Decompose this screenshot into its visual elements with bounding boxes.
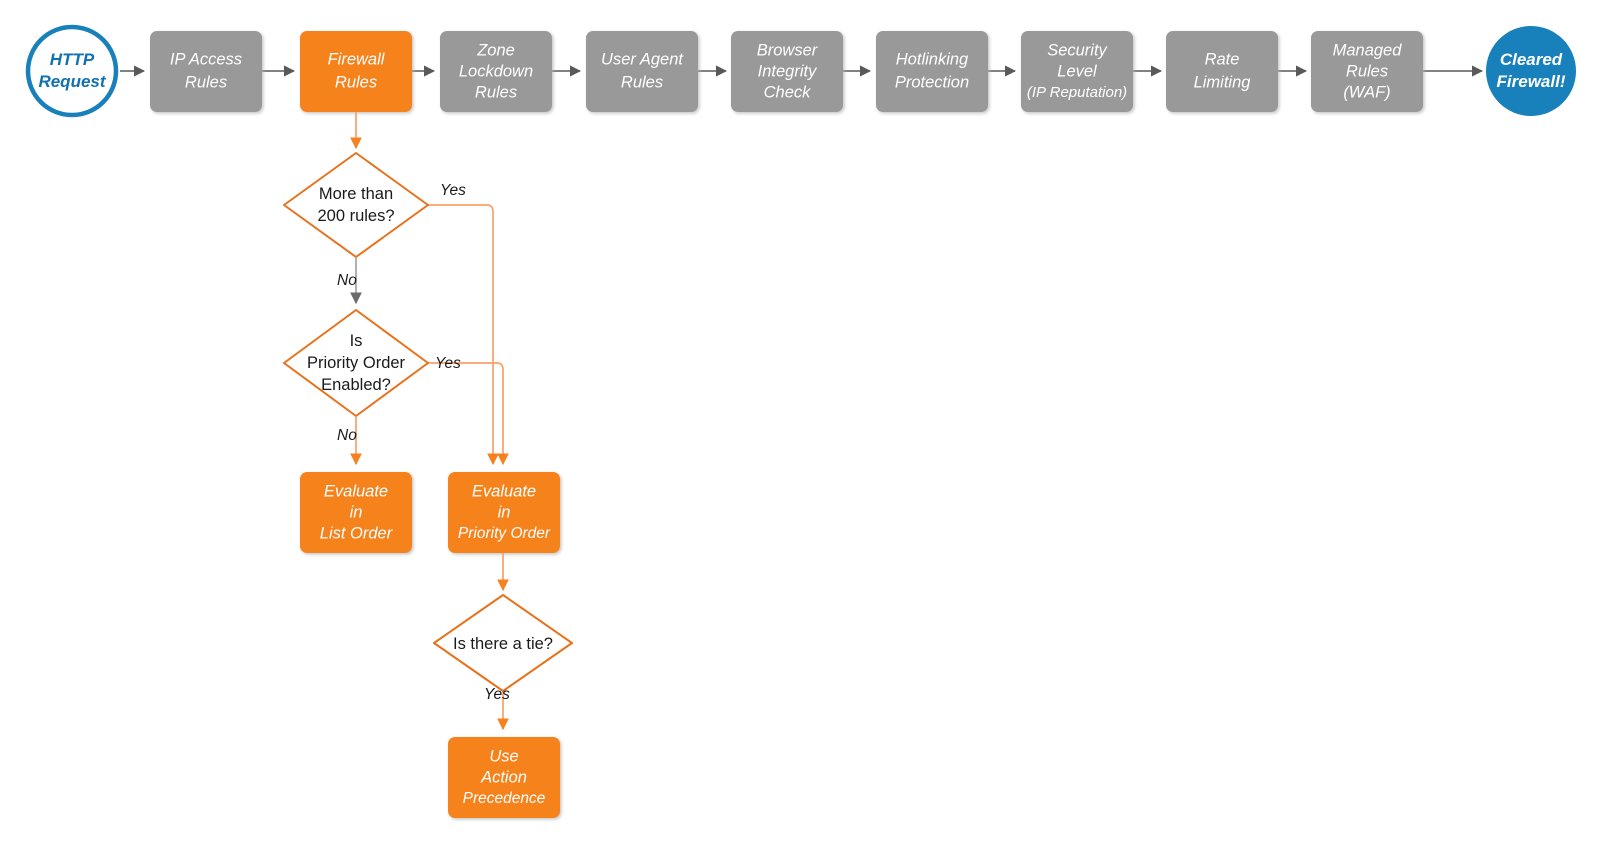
security-level-label-1: Level bbox=[1057, 62, 1098, 80]
security-level-label-0: Security bbox=[1047, 41, 1108, 59]
evaluate-in-priority-order-label-1: in bbox=[498, 503, 511, 521]
security-level-label-2: (IP Reputation) bbox=[1027, 84, 1127, 101]
is-there-a-tie-diamond bbox=[433, 594, 573, 692]
edge-label-priority-enabled-yes: Yes bbox=[435, 355, 461, 372]
browser-integrity-check-label-2: Check bbox=[764, 83, 812, 101]
browser-integrity-check-box bbox=[731, 31, 843, 112]
evaluate-in-priority-order-box bbox=[448, 472, 560, 553]
node-evaluate-in-priority-order[interactable]: Evaluate in Priority Order bbox=[448, 472, 560, 553]
is-priority-order-enabled-label-0: Is bbox=[350, 332, 363, 350]
cleared-firewall-label-line1: Cleared bbox=[1500, 50, 1563, 69]
is-there-a-tie-label-0: Is there a tie? bbox=[453, 635, 553, 653]
managed-rules-waf-box bbox=[1311, 31, 1423, 112]
more-than-200-rules-diamond bbox=[283, 152, 429, 258]
evaluate-in-list-order-label-1: in bbox=[350, 503, 363, 521]
node-cleared-firewall[interactable]: Cleared Firewall! bbox=[1486, 26, 1576, 116]
use-action-precedence-label-1: Action bbox=[480, 768, 527, 786]
managed-rules-waf-label-2: (WAF) bbox=[1343, 83, 1390, 101]
hotlinking-protection-label-0: Hotlinking bbox=[896, 50, 969, 68]
cleared-firewall-circle bbox=[1486, 26, 1576, 116]
connector-more-than-200-yes bbox=[428, 204, 499, 466]
security-level-box bbox=[1021, 31, 1133, 112]
http-request-circle bbox=[25, 24, 119, 118]
cleared-firewall-label-line2: Firewall! bbox=[1497, 72, 1566, 91]
node-firewall-rules[interactable]: Firewall Rules bbox=[300, 31, 412, 112]
node-user-agent-rules[interactable]: User Agent Rules bbox=[586, 31, 698, 112]
use-action-precedence-box bbox=[448, 737, 560, 818]
node-zone-lockdown-rules[interactable]: Zone Lockdown Rules bbox=[440, 31, 552, 112]
hotlinking-protection-label-1: Protection bbox=[895, 73, 969, 91]
node-browser-integrity-check[interactable]: Browser Integrity Check bbox=[731, 31, 843, 112]
is-priority-order-enabled-label-2: Enabled? bbox=[321, 376, 391, 394]
node-http-request[interactable]: HTTP Request bbox=[25, 24, 119, 118]
ip-access-rules-label-1: Rules bbox=[185, 73, 227, 91]
rate-limiting-label-1: Limiting bbox=[1194, 73, 1252, 91]
firewall-rules-label-1: Rules bbox=[335, 73, 377, 91]
rate-limiting-label-0: Rate bbox=[1205, 50, 1240, 68]
ip-access-rules-label-0: IP Access bbox=[170, 50, 242, 68]
node-is-there-a-tie[interactable]: Is there a tie? bbox=[433, 594, 573, 692]
node-evaluate-in-list-order[interactable]: Evaluate in List Order bbox=[300, 472, 412, 553]
managed-rules-waf-label-0: Managed bbox=[1333, 41, 1403, 59]
edge-label-more-than-200-no: No bbox=[337, 272, 357, 289]
evaluate-in-priority-order-label-0: Evaluate bbox=[472, 482, 536, 500]
user-agent-rules-label-0: User Agent bbox=[601, 50, 684, 68]
user-agent-rules-box bbox=[586, 31, 698, 112]
more-than-200-rules-label-1: 200 rules? bbox=[317, 207, 394, 225]
http-request-label-line2: Request bbox=[38, 72, 106, 91]
node-managed-rules-waf[interactable]: Managed Rules (WAF) bbox=[1311, 31, 1423, 112]
node-hotlinking-protection[interactable]: Hotlinking Protection bbox=[876, 31, 988, 112]
evaluate-in-list-order-box bbox=[300, 472, 412, 553]
zone-lockdown-rules-box bbox=[440, 31, 552, 112]
use-action-precedence-label-2: Precedence bbox=[463, 790, 546, 807]
is-priority-order-enabled-label-1: Priority Order bbox=[307, 354, 406, 372]
node-ip-access-rules[interactable]: IP Access Rules bbox=[150, 31, 262, 112]
evaluate-in-list-order-label-2: List Order bbox=[320, 524, 394, 542]
node-use-action-precedence[interactable]: Use Action Precedence bbox=[448, 737, 560, 818]
more-than-200-rules-label-0: More than bbox=[319, 185, 393, 203]
edge-label-priority-enabled-no: No bbox=[337, 427, 357, 444]
user-agent-rules-label-1: Rules bbox=[621, 73, 663, 91]
hotlinking-protection-box bbox=[876, 31, 988, 112]
evaluate-in-list-order-label-0: Evaluate bbox=[324, 482, 388, 500]
is-priority-order-enabled-diamond bbox=[283, 309, 429, 417]
zone-lockdown-rules-label-1: Lockdown bbox=[459, 62, 533, 80]
edge-label-more-than-200-yes: Yes bbox=[440, 182, 466, 199]
edge-label-tie-yes: Yes bbox=[484, 686, 510, 703]
firewall-rules-box bbox=[300, 31, 412, 112]
node-is-priority-order-enabled[interactable]: Is Priority Order Enabled? bbox=[283, 309, 429, 417]
managed-rules-waf-label-1: Rules bbox=[1346, 62, 1388, 80]
rate-limiting-box bbox=[1166, 31, 1278, 112]
node-security-level[interactable]: Security Level (IP Reputation) bbox=[1021, 31, 1133, 112]
node-rate-limiting[interactable]: Rate Limiting bbox=[1166, 31, 1278, 112]
zone-lockdown-rules-label-0: Zone bbox=[476, 41, 515, 59]
browser-integrity-check-label-1: Integrity bbox=[758, 62, 818, 80]
firewall-rules-label-0: Firewall bbox=[328, 50, 386, 68]
ip-access-rules-box bbox=[150, 31, 262, 112]
http-request-label-line1: HTTP bbox=[50, 50, 95, 69]
browser-integrity-check-label-0: Browser bbox=[757, 41, 819, 59]
node-more-than-200-rules[interactable]: More than 200 rules? bbox=[283, 152, 429, 258]
evaluate-in-priority-order-label-2: Priority Order bbox=[458, 525, 551, 542]
use-action-precedence-label-0: Use bbox=[489, 747, 518, 765]
zone-lockdown-rules-label-2: Rules bbox=[475, 83, 517, 101]
connector-priority-enabled-yes bbox=[428, 362, 509, 466]
